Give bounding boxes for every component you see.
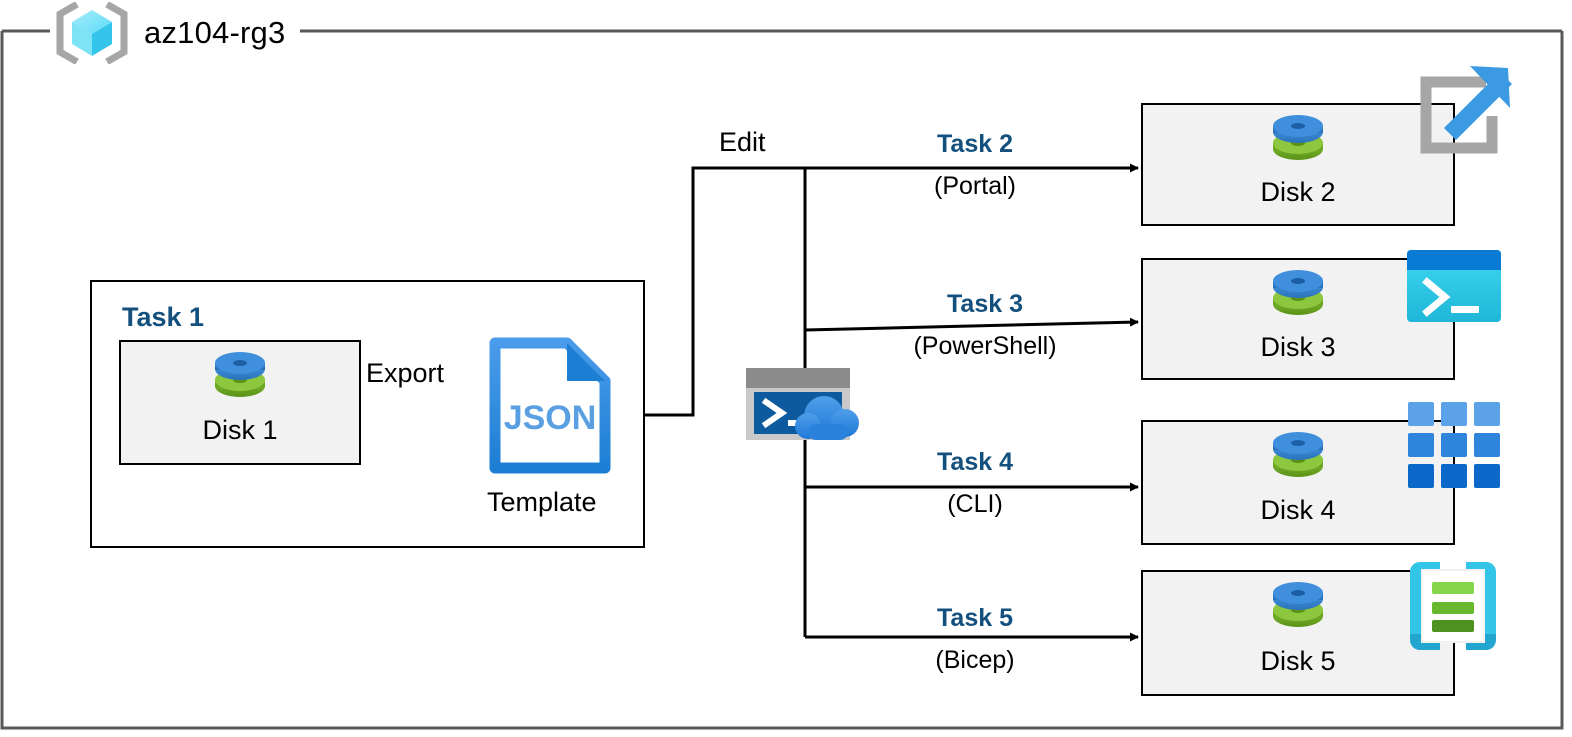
disk-icon xyxy=(1268,580,1328,638)
disk4-label: Disk 4 xyxy=(1260,495,1336,525)
task1-title: Task 1 xyxy=(122,302,205,332)
resource-group-title: az104-rg3 xyxy=(144,15,286,50)
disk3-box: Disk 3 xyxy=(1141,258,1455,380)
disk4-box: Disk 4 xyxy=(1141,420,1455,545)
cloud-shell-icon xyxy=(744,366,866,444)
task3-arrow xyxy=(804,317,1139,332)
disk5-label: Disk 5 xyxy=(1260,646,1336,676)
disk1-box: Disk 1 xyxy=(119,340,361,465)
json-file-icon: JSON xyxy=(489,337,611,474)
disk1-label: Disk 1 xyxy=(202,415,278,445)
disk-icon xyxy=(1268,268,1328,326)
template-label: Template xyxy=(487,487,597,517)
edit-label: Edit xyxy=(719,127,766,157)
task5-method: (Bicep) xyxy=(935,646,1015,674)
task4-method: (CLI) xyxy=(947,490,1003,518)
disk5-box: Disk 5 xyxy=(1141,570,1455,696)
bicep-icon xyxy=(1406,558,1500,654)
disk2-box: Disk 2 xyxy=(1141,103,1455,226)
task4-name: Task 4 xyxy=(937,448,1013,476)
task5-name: Task 5 xyxy=(937,604,1013,632)
task3-method: (PowerShell) xyxy=(913,332,1057,360)
task3-name: Task 3 xyxy=(947,290,1023,318)
azure-portal-icon xyxy=(1408,60,1518,170)
json-file-icon-text: JSON xyxy=(504,399,597,437)
powershell-icon xyxy=(1407,250,1501,322)
cloud-shape xyxy=(795,396,859,440)
task2-name: Task 2 xyxy=(937,130,1013,158)
disk-icon xyxy=(1268,430,1328,488)
azure-cli-icon xyxy=(1408,402,1500,488)
disk2-label: Disk 2 xyxy=(1260,177,1336,207)
task2-method: (Portal) xyxy=(934,172,1016,200)
azure-resource-group-icon xyxy=(50,1,134,65)
disk-icon xyxy=(1268,113,1328,171)
export-label: Export xyxy=(366,358,445,388)
disk-icon xyxy=(210,350,270,408)
disk3-label: Disk 3 xyxy=(1260,332,1336,362)
